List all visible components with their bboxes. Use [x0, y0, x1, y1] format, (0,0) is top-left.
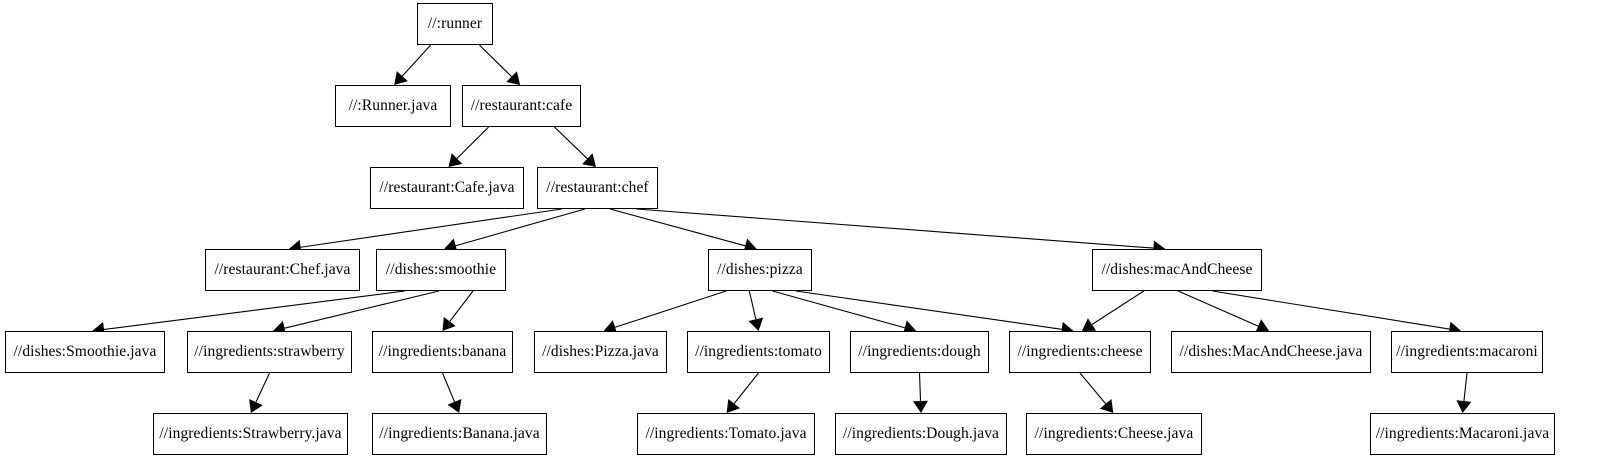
graph-node-label: //restaurant:cafe: [470, 97, 573, 115]
graph-node-dough_java[interactable]: //ingredients:Dough.java: [835, 413, 1007, 455]
graph-edge-arrowhead: [582, 153, 596, 167]
graph-edge-dishes_pizza-to-ing_tomato: [748, 290, 757, 320]
graph-node-label: //restaurant:Cafe.java: [379, 179, 515, 197]
graph-edge-runner-to-restaurant_cafe: [478, 44, 512, 77]
graph-node-dishes_pizza[interactable]: //dishes:pizza: [708, 249, 812, 291]
graph-edge-ing_cheese-to-cheese_java: [1079, 372, 1107, 405]
graph-edge-dishes_pizza-to-ing_dough: [772, 290, 905, 329]
graph-node-label: //restaurant:Chef.java: [214, 261, 351, 279]
graph-edge-ing_dough-to-dough_java: [918, 372, 922, 402]
graph-node-label: //ingredients:Macaroni.java: [1375, 425, 1550, 443]
graph-node-restaurant_cafe[interactable]: //restaurant:cafe: [462, 85, 581, 127]
graph-node-ing_tomato[interactable]: //ingredients:tomato: [687, 331, 830, 373]
graph-edge-dishes_mac-to-mac_java: [1177, 290, 1259, 327]
graph-edge-restaurant_cafe-to-cafe_java: [456, 126, 489, 159]
graph-node-label: //dishes:pizza: [717, 261, 803, 279]
graph-node-runner[interactable]: //:runner: [417, 3, 493, 45]
graph-edge-arrowhead: [442, 316, 456, 331]
graph-node-label: //ingredients:Dough.java: [842, 425, 1000, 443]
graph-node-banana_java[interactable]: //ingredients:Banana.java: [372, 413, 547, 455]
graph-node-label: //restaurant:chef: [546, 179, 649, 197]
graph-node-dishes_smoothie[interactable]: //dishes:smoothie: [376, 249, 506, 291]
graph-node-label: //dishes:Smoothie.java: [13, 343, 157, 361]
graph-edge-arrowhead: [726, 398, 740, 413]
graph-edge-restaurant_chef-to-dishes_pizza: [609, 208, 746, 247]
graph-node-label: //ingredients:Cheese.java: [1034, 425, 1194, 443]
graph-node-label: //dishes:macAndCheese: [1101, 261, 1253, 279]
graph-node-cheese_java[interactable]: //ingredients:Cheese.java: [1026, 413, 1202, 455]
graph-node-label: //dishes:Pizza.java: [542, 343, 659, 361]
graph-node-tomato_java[interactable]: //ingredients:Tomato.java: [637, 413, 815, 455]
graph-node-label: //ingredients:tomato: [695, 343, 822, 361]
graph-edge-ing_tomato-to-tomato_java: [733, 372, 759, 404]
graph-node-label: //dishes:smoothie: [385, 261, 497, 279]
graph-edge-arrowhead: [448, 153, 463, 167]
graph-edge-dishes_mac-to-ing_macaroni: [1212, 290, 1450, 330]
graph-node-label: //ingredients:strawberry: [194, 343, 345, 361]
graph-node-label: //ingredients:Banana.java: [379, 425, 540, 443]
graph-node-label: //ingredients:cheese: [1017, 343, 1143, 361]
graph-node-ing_banana[interactable]: //ingredients:banana: [372, 331, 513, 373]
graph-edge-arrowhead: [913, 400, 929, 413]
graph-node-runner_java[interactable]: //:Runner.java: [335, 85, 451, 127]
graph-node-mac_java[interactable]: //dishes:MacAndCheese.java: [1171, 331, 1371, 373]
graph-edge-arrowhead: [603, 320, 618, 335]
graph-edge-ing_strawberry-to-strawberry_java: [255, 372, 270, 403]
graph-node-label: //ingredients:Tomato.java: [645, 425, 807, 443]
graph-edge-ing_banana-to-banana_java: [441, 372, 456, 403]
graph-node-chef_java[interactable]: //restaurant:Chef.java: [205, 249, 360, 291]
graph-edge-arrowhead: [1081, 318, 1097, 331]
graph-node-label: //:runner: [427, 15, 483, 33]
graph-node-label: //ingredients:Strawberry.java: [159, 425, 342, 443]
graph-node-label: //dishes:MacAndCheese.java: [1179, 343, 1363, 361]
graph-node-label: //ingredients:macaroni: [1396, 343, 1538, 361]
graph-edge-restaurant_chef-to-dishes_smoothie: [455, 208, 586, 247]
graph-edge-restaurant_chef-to-dishes_mac: [636, 208, 1154, 249]
graph-node-ing_cheese[interactable]: //ingredients:cheese: [1009, 331, 1151, 373]
graph-node-cafe_java[interactable]: //restaurant:Cafe.java: [370, 167, 524, 209]
graph-edge-restaurant_cafe-to-restaurant_chef: [554, 126, 588, 160]
graph-edge-dishes_smoothie-to-smoothie_java: [103, 290, 405, 331]
graph-edge-arrowhead: [1456, 400, 1472, 413]
graph-edge-arrowhead: [1255, 319, 1270, 334]
graph-node-smoothie_java[interactable]: //dishes:Smoothie.java: [5, 331, 165, 373]
graph-node-pizza_java[interactable]: //dishes:Pizza.java: [534, 331, 667, 373]
graph-edge-dishes_pizza-to-pizza_java: [614, 290, 727, 328]
graph-node-strawberry_java[interactable]: //ingredients:Strawberry.java: [153, 413, 348, 455]
graph-edge-arrowhead: [748, 317, 764, 331]
graph-node-label: //:Runner.java: [348, 97, 438, 115]
graph-edge-dishes_smoothie-to-ing_banana: [449, 290, 474, 322]
graph-edge-arrowhead: [506, 71, 521, 85]
graph-edge-dishes_smoothie-to-ing_strawberry: [284, 290, 440, 329]
graph-node-ing_dough[interactable]: //ingredients:dough: [850, 331, 989, 373]
graph-edge-dishes_pizza-to-ing_cheese: [795, 290, 1062, 330]
graph-edge-arrowhead: [1099, 398, 1114, 413]
graph-edge-runner-to-runner_java: [401, 44, 432, 77]
graph-node-ing_strawberry[interactable]: //ingredients:strawberry: [187, 331, 352, 373]
graph-edge-arrowhead: [249, 398, 263, 413]
graph-edge-restaurant_chef-to-chef_java: [300, 208, 562, 248]
graph-edge-arrowhead: [394, 71, 408, 85]
graph-node-ing_macaroni[interactable]: //ingredients:macaroni: [1391, 331, 1543, 373]
graph-node-macaroni_java[interactable]: //ingredients:Macaroni.java: [1370, 413, 1555, 455]
graph-edge-arrowhead: [447, 399, 462, 413]
graph-edge-dishes_mac-to-ing_cheese: [1091, 290, 1145, 325]
graph-node-label: //ingredients:banana: [378, 343, 507, 361]
graph-node-restaurant_chef[interactable]: //restaurant:chef: [537, 167, 658, 209]
graph-edge-ing_macaroni-to-macaroni_java: [1463, 372, 1468, 402]
graph-node-label: //ingredients:dough: [858, 343, 981, 361]
graph-node-dishes_mac[interactable]: //dishes:macAndCheese: [1092, 249, 1262, 291]
